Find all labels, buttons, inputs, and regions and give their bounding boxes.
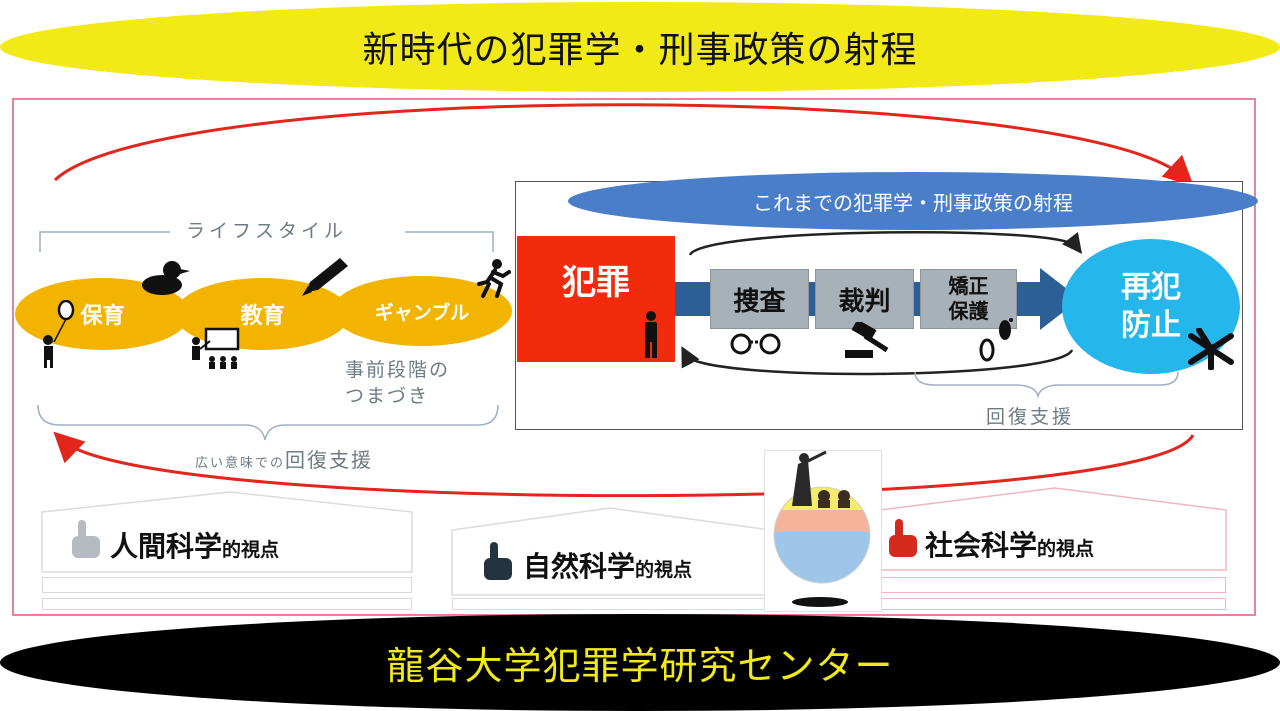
hand-pointer-icon bbox=[484, 542, 512, 580]
inner-top-arrow bbox=[688, 230, 1083, 256]
social-bar-2 bbox=[880, 598, 1226, 610]
early-stage-line1: 事前段階の bbox=[345, 359, 451, 381]
human-bar-2 bbox=[42, 598, 412, 610]
person-icon bbox=[645, 311, 657, 358]
stage-trial-label: 裁判 bbox=[838, 286, 891, 317]
inner-bottom-arrow bbox=[681, 346, 1074, 376]
oval-gambling-label: ギャンブル bbox=[374, 301, 470, 324]
social-bar-1 bbox=[880, 577, 1226, 593]
natural-perspective-suffix: 的視点 bbox=[635, 559, 693, 581]
process-arrow-head bbox=[1040, 268, 1080, 330]
handcuffs-icon bbox=[730, 333, 781, 355]
teacher-icon bbox=[192, 327, 240, 369]
oval-gambling: ギャンブル bbox=[332, 276, 512, 346]
hands-circle-icon bbox=[1188, 328, 1234, 370]
top-title: 新時代の犯罪学・刑事政策の射程 bbox=[362, 30, 918, 71]
pen-icon bbox=[302, 258, 348, 296]
stage-correction-line1: 矯正 bbox=[948, 274, 989, 298]
recovery-brace bbox=[37, 404, 499, 441]
natural-perspective-main: 自然科学 bbox=[523, 550, 636, 583]
top-loop-arrow bbox=[53, 103, 1194, 187]
bottom-loop-arrow bbox=[53, 431, 1195, 498]
human-perspective-main: 人間科学 bbox=[110, 530, 223, 563]
top-title-banner: 新時代の犯罪学・刑事政策の射程 bbox=[0, 2, 1280, 92]
previous-scope-label: これまでの犯罪学・刑事政策の射程 bbox=[753, 190, 1073, 215]
oval-childcare-label: 保育 bbox=[80, 304, 125, 329]
runner-icon bbox=[477, 259, 511, 298]
lifestyle-label: ライフスタイル bbox=[186, 220, 348, 242]
natural-bar bbox=[452, 598, 770, 610]
person-balloon-icon bbox=[43, 300, 75, 368]
stage-investigation-label: 捜査 bbox=[733, 286, 786, 317]
social-perspective-label: 社会科学的視点 bbox=[925, 524, 1094, 564]
natural-perspective-label: 自然科学的視点 bbox=[523, 545, 692, 585]
human-bar-1 bbox=[42, 577, 412, 593]
social-perspective-main: 社会科学 bbox=[925, 529, 1038, 562]
stage-correction: 矯正 保護 bbox=[920, 269, 1017, 329]
prevention-line1: 再犯 bbox=[1121, 270, 1181, 305]
stage-trial: 裁判 bbox=[815, 269, 914, 329]
duck-icon bbox=[142, 261, 190, 295]
lifestyle-bracket bbox=[39, 231, 494, 252]
house-human bbox=[41, 491, 413, 573]
broad-recovery-prefix: 広い意味での bbox=[195, 456, 286, 471]
broad-recovery-label: 広い意味での回復支援 bbox=[195, 444, 373, 473]
human-perspective-label: 人間科学的視点 bbox=[110, 525, 279, 565]
bottom-title: 龍谷大学犯罪学研究センター bbox=[386, 644, 894, 688]
prevention-line2: 防止 bbox=[1121, 307, 1181, 343]
stage-investigation: 捜査 bbox=[710, 269, 809, 329]
oval-education: 教育 bbox=[175, 278, 350, 350]
early-stage-line2: つまづき bbox=[345, 384, 430, 407]
oval-education-label: 教育 bbox=[240, 304, 285, 329]
gavel-icon bbox=[845, 322, 889, 358]
bottom-title-banner: 龍谷大学犯罪学研究センター bbox=[0, 614, 1280, 711]
hand-pointer-icon bbox=[889, 519, 917, 557]
social-perspective-suffix: 的視点 bbox=[1037, 538, 1095, 560]
early-stage-text: 事前段階の つまづき bbox=[345, 358, 450, 409]
stage-correction-line2: 保護 bbox=[948, 299, 989, 323]
hand-pointer-icon bbox=[72, 520, 100, 558]
recovery-bracket bbox=[914, 371, 1179, 399]
human-perspective-suffix: 的視点 bbox=[222, 539, 280, 561]
recovery-label: 回復支援 bbox=[986, 406, 1075, 428]
sphere-illustration bbox=[764, 450, 882, 612]
broad-recovery-main: 回復支援 bbox=[285, 448, 374, 472]
footprints-icon bbox=[979, 318, 1013, 362]
crime-label: 犯罪 bbox=[562, 262, 630, 303]
previous-scope-banner: これまでの犯罪学・刑事政策の射程 bbox=[568, 172, 1258, 230]
